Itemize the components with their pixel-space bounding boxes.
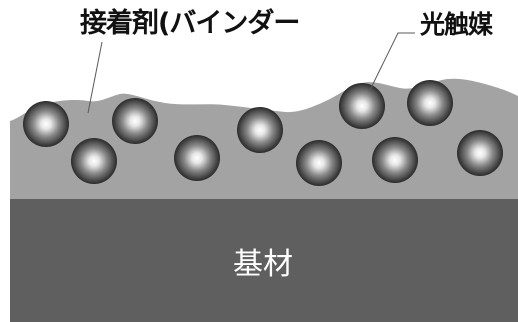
particle (23, 101, 69, 147)
particle (237, 107, 283, 153)
particle (339, 83, 385, 129)
particle (372, 137, 418, 183)
particle (174, 135, 220, 181)
binder-leader-line (87, 41, 103, 114)
particle (112, 98, 158, 144)
substrate-label: 基材 (233, 247, 293, 282)
photocatalyst-label: 光触媒 (420, 10, 493, 39)
particle (71, 138, 117, 184)
binder-label: 接着剤(バインダー (80, 8, 300, 39)
substrate-layer (10, 199, 518, 322)
photocatalyst-leader-line (369, 32, 415, 91)
particle (407, 80, 453, 126)
particle (296, 140, 342, 186)
photocatalyst-particles (23, 80, 503, 186)
particle (457, 130, 503, 176)
